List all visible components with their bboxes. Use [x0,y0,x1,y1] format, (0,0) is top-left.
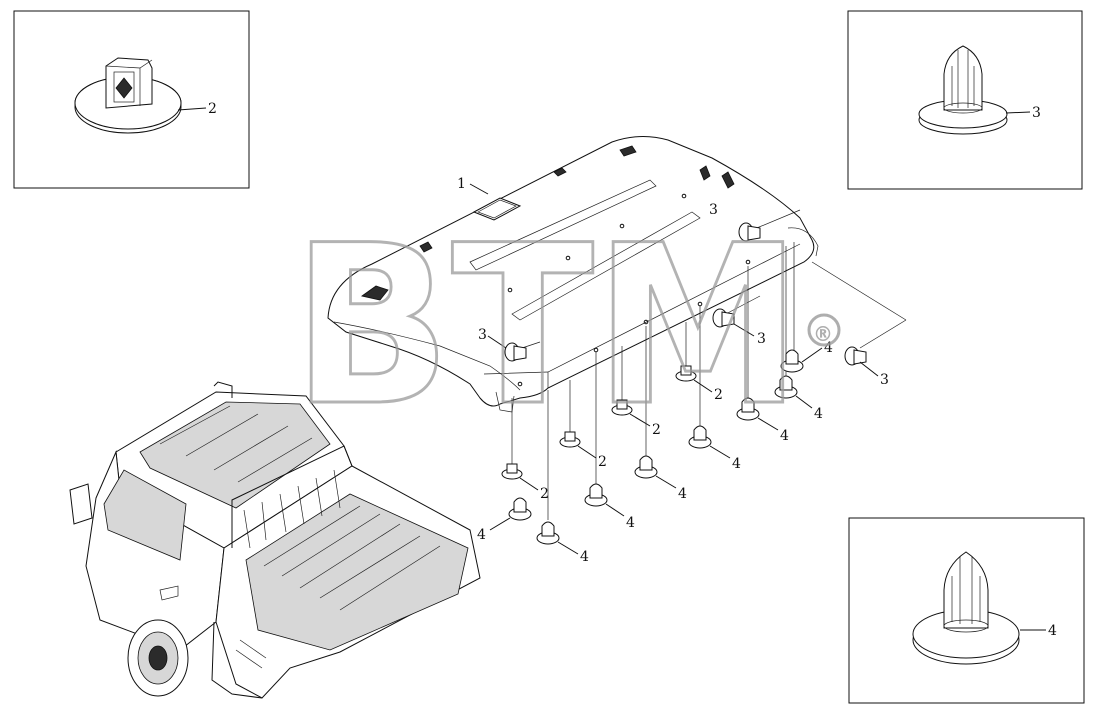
callout-3: 3 [880,372,889,388]
callout-4: 4 [732,456,741,472]
leader-line [177,107,207,111]
headliner-panel [327,136,819,413]
callout-2: 2 [540,486,549,502]
clip-4 [634,455,658,479]
clip-3 [844,346,867,366]
inset-label-2: 2 [208,101,217,117]
callout-4: 4 [580,549,589,565]
registered-mark: ® [813,322,833,346]
assembly-lines [511,209,907,520]
inset-part-2: 2 [13,10,250,189]
clip-4 [780,349,804,373]
callout-4: 4 [780,428,789,444]
btm-watermark: BTM ® [291,197,841,456]
inset-frame [13,10,250,189]
callout-1: 1 [457,176,466,192]
callout-4: 4 [814,406,823,422]
clip-2 [675,365,697,382]
clip-4 [688,425,712,449]
truck-illustration [69,381,481,699]
clip-3-instances [504,222,867,366]
inset-part-4: 4 [848,517,1085,704]
clip-2-drawing [74,57,182,134]
callout-4: 4 [678,486,687,502]
callout-3: 3 [478,327,487,343]
clip-4-instances [508,349,804,545]
clip-3 [504,342,527,362]
callout-3: 3 [709,202,718,218]
clip-3 [712,308,735,328]
clip-4 [584,483,608,507]
registered-mark-ring [807,313,841,347]
callout-4: 4 [824,340,833,356]
inset-label-3: 3 [1032,105,1041,121]
callout-2: 2 [714,387,723,403]
callout-4: 4 [477,527,486,543]
leader-line [469,183,489,195]
callout-2: 2 [652,422,661,438]
clip-2-instances [501,365,697,480]
callout-4: 4 [626,515,635,531]
clip-3-drawing [918,45,1008,135]
callout-2: 2 [598,454,607,470]
inset-part-3: 3 [847,10,1083,190]
clip-3 [738,222,761,242]
clip-4-drawing [912,551,1020,665]
inset-label-4: 4 [1048,623,1057,639]
clip-2 [501,463,523,480]
callout-3: 3 [757,331,766,347]
clip-4 [508,497,532,521]
clip-2 [611,399,633,416]
inset-frame [848,517,1085,704]
clip-4 [536,521,560,545]
clip-2 [559,431,581,448]
clip-4 [774,375,798,399]
leader-line [1005,111,1031,114]
inset-frame [847,10,1083,190]
clip-4 [736,397,760,421]
watermark-text: BTM [292,198,802,454]
